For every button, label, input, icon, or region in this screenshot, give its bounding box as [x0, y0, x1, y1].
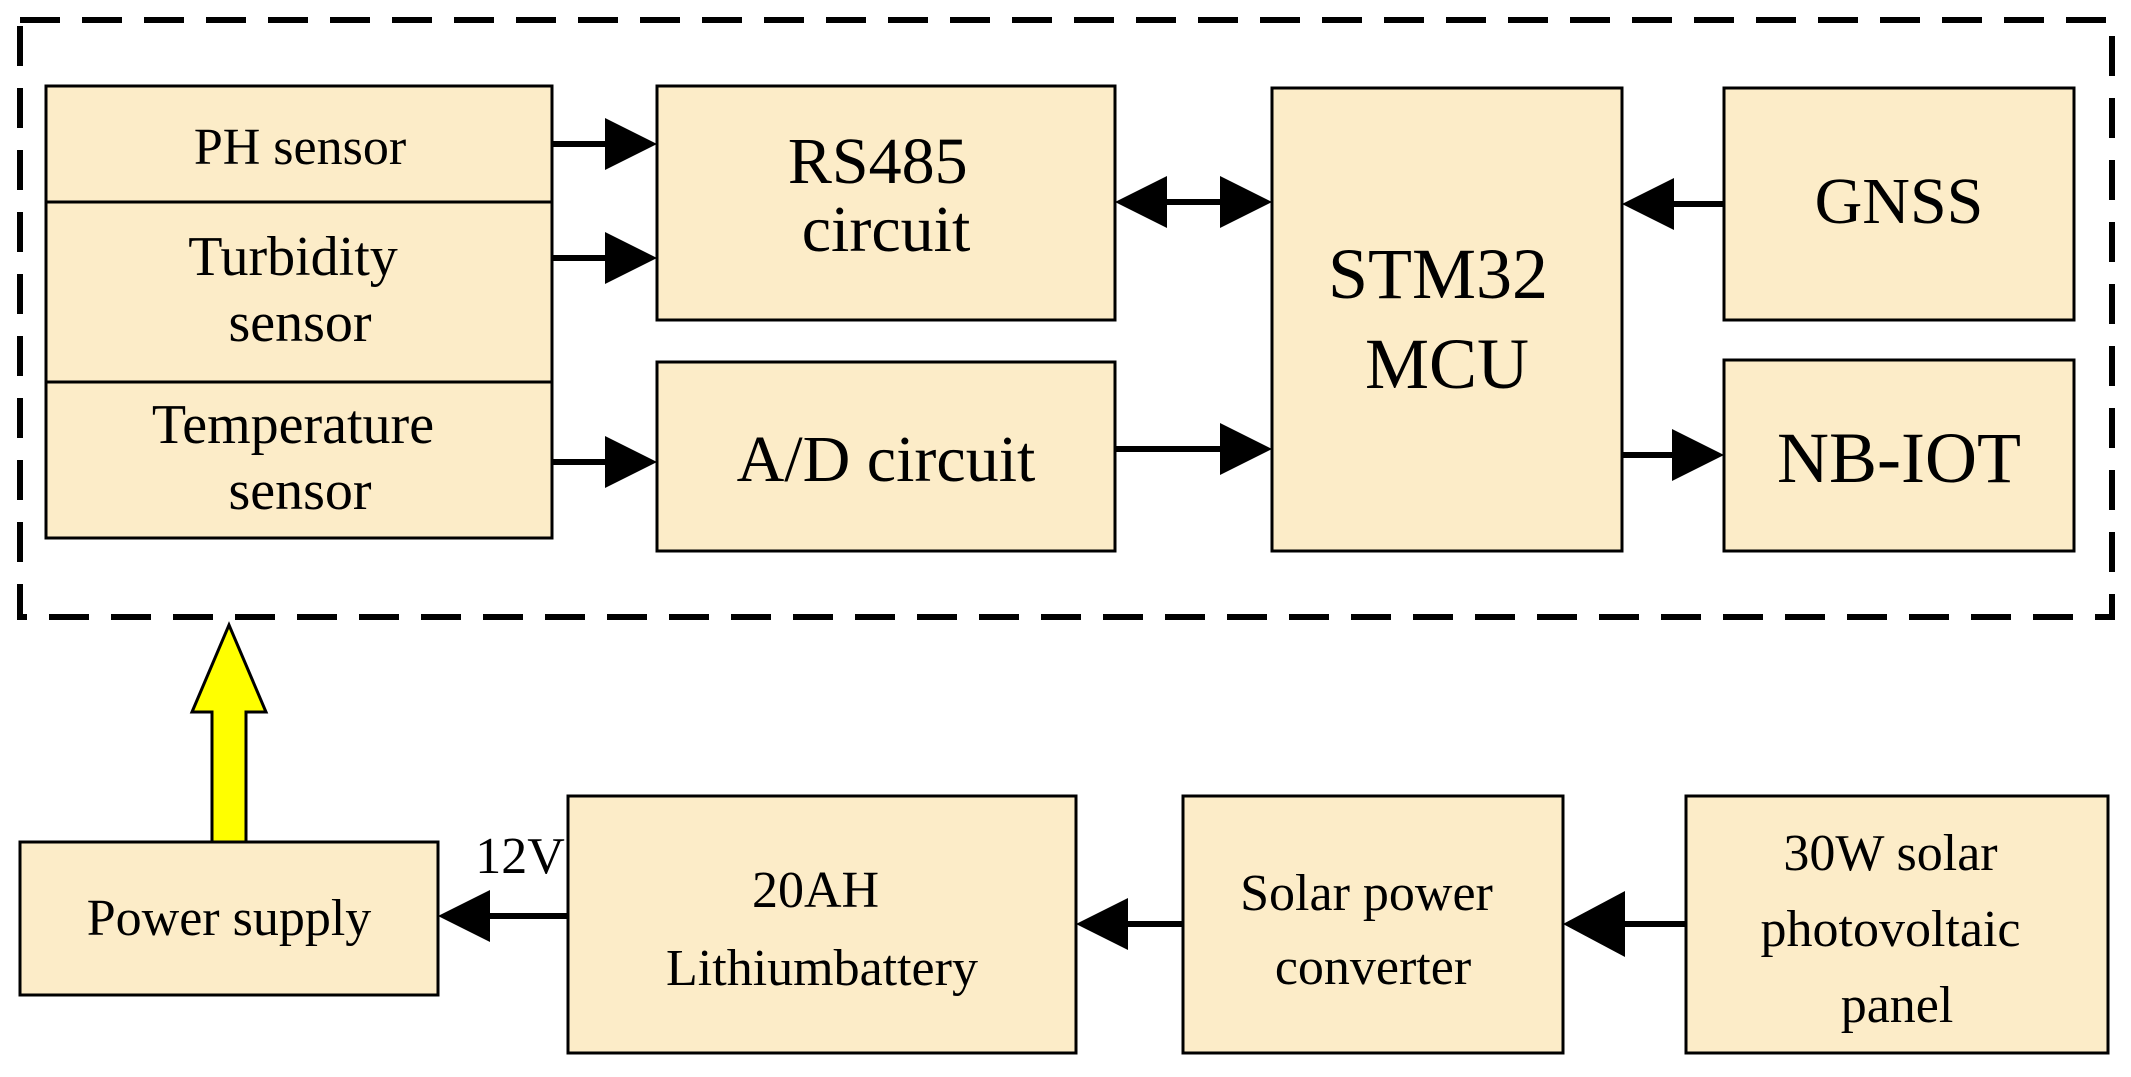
arrowhead	[605, 232, 657, 284]
solar-converter-label: Solar power converter	[1240, 865, 1506, 996]
arrowhead	[438, 890, 490, 942]
power-feed-arrow	[189, 621, 269, 844]
temperature-sensor-block	[44, 380, 554, 540]
stm32-mcu-label: STM32 MCU	[1328, 234, 1566, 404]
ad-circuit-label: A/D circuit	[737, 423, 1036, 496]
ad-circuit-block	[655, 360, 1117, 553]
solar-panel-block	[1684, 794, 2110, 1055]
nbiot-label: NB-IOT	[1777, 418, 2021, 498]
battery-block	[566, 794, 1078, 1055]
connectors	[438, 118, 1724, 957]
power-supply-label: Power supply	[87, 890, 372, 947]
arrowhead	[1220, 176, 1272, 228]
solar-panel-label: 30W solar photovoltaic panel	[1761, 825, 2034, 1034]
battery-label: 20AH Lithiumbattery	[666, 862, 978, 997]
ph-sensor-block	[44, 84, 554, 204]
arrowhead	[1115, 176, 1167, 228]
temperature-sensor-label: Temperature sensor	[152, 394, 448, 522]
power-supply-block	[18, 840, 440, 997]
arrowhead	[1220, 423, 1272, 475]
turbidity-sensor-block	[44, 200, 554, 384]
rs485-circuit-block	[655, 84, 1117, 322]
arrowhead	[1076, 898, 1128, 950]
voltage-label: 12V	[475, 828, 565, 885]
stm32-mcu-block	[1270, 86, 1624, 553]
gnss-label: GNSS	[1815, 165, 1984, 238]
sensor-node-boundary	[17, 17, 2115, 620]
arrowhead	[1672, 429, 1724, 481]
turbidity-sensor-label: Turbidity sensor	[188, 226, 412, 354]
arrowhead	[605, 436, 657, 488]
arrowhead	[1622, 178, 1674, 230]
arrowhead	[605, 118, 657, 170]
solar-converter-block	[1181, 794, 1565, 1055]
nbiot-block	[1722, 358, 2076, 553]
ph-sensor-label: PH sensor	[194, 119, 406, 176]
rs485-circuit-label: RS485 circuit	[788, 125, 984, 266]
gnss-block	[1722, 86, 2076, 322]
arrowhead	[1563, 891, 1625, 957]
